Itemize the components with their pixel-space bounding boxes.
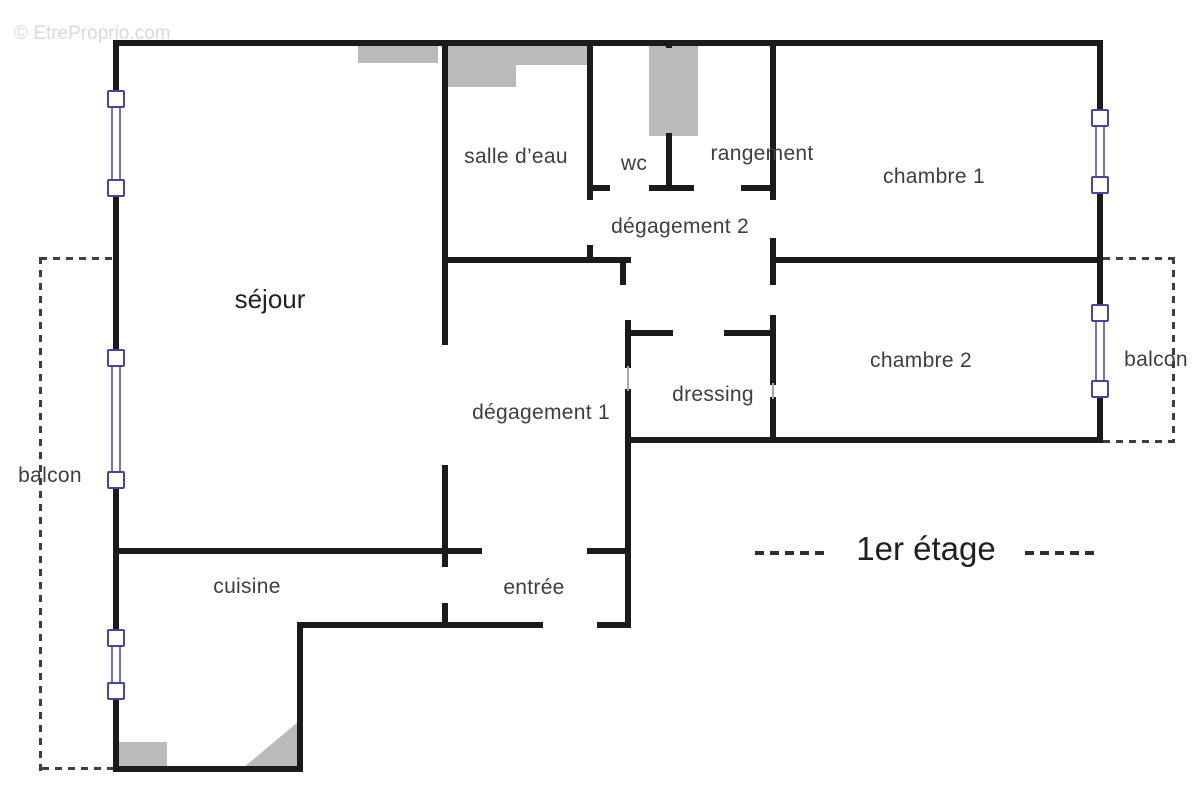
wall-segment [770, 315, 776, 385]
wall-segment [587, 40, 593, 200]
room-label-sejour: séjour [234, 284, 306, 314]
wall-segment [444, 257, 631, 263]
wall-segment [620, 257, 626, 285]
wall-segment [113, 697, 119, 772]
fixture-shade [358, 46, 438, 63]
fixture-shade [649, 46, 698, 136]
wall-segment [666, 40, 672, 48]
room-label-balcon-left: balcon [18, 464, 82, 487]
wall-segment [1097, 40, 1103, 114]
room-label-degagement-2: dégagement 2 [611, 215, 749, 238]
room-label-balcon-right: balcon [1124, 348, 1188, 371]
wall-segment [113, 40, 119, 97]
fixture-shade [243, 722, 298, 768]
wall-segment [442, 40, 448, 345]
wall-segment [113, 487, 119, 633]
wall-segment [442, 603, 448, 628]
wall-segment [442, 465, 448, 567]
wall-segment [113, 766, 303, 772]
wall-segment [770, 238, 776, 285]
door-leaf [627, 366, 629, 391]
wall-segment [666, 133, 672, 191]
wall-segment [297, 622, 543, 628]
wall-segment [741, 185, 776, 191]
room-label-cuisine: cuisine [213, 575, 281, 598]
room-label-dressing: dressing [672, 383, 754, 406]
fixture-shade [448, 46, 587, 65]
wall-segment [1097, 191, 1103, 308]
room-label-chambre-1: chambre 1 [883, 165, 985, 188]
floor-title-dashes-right [1025, 551, 1098, 555]
wall-segment [770, 257, 1103, 263]
wall-segment [770, 397, 776, 443]
room-label-entree: entrée [503, 576, 565, 599]
wall-segment [625, 320, 631, 368]
wall-segment [597, 622, 631, 628]
room-label-degagement-1: dégagement 1 [472, 401, 610, 424]
room-label-salle-deau: salle d’eau [464, 145, 568, 168]
wall-segment [724, 330, 773, 336]
fixture-shade [116, 742, 167, 768]
wall-segment [587, 548, 631, 554]
wall-segment [625, 330, 673, 336]
fixture-shade [448, 65, 516, 87]
room-label-rangement: rangement [710, 142, 814, 165]
wall-segment [625, 437, 1103, 443]
wall-segment [625, 437, 631, 628]
wall-segment [113, 548, 482, 554]
floor-title-dashes-left [755, 551, 828, 555]
wall-segment [587, 185, 610, 191]
room-label-chambre-2: chambre 2 [870, 349, 972, 372]
wall-segment [113, 40, 1103, 46]
wall-segment [587, 245, 593, 263]
watermark: © EtreProprio.com [14, 23, 171, 44]
door-leaf [772, 383, 774, 399]
wall-segment [770, 40, 776, 200]
wall-segment [625, 389, 631, 443]
floor-title: 1er étage [856, 530, 996, 567]
room-label-wc: wc [620, 152, 648, 175]
wall-segment [297, 622, 303, 772]
wall-segment [1097, 395, 1103, 443]
wall-segment [113, 191, 119, 353]
